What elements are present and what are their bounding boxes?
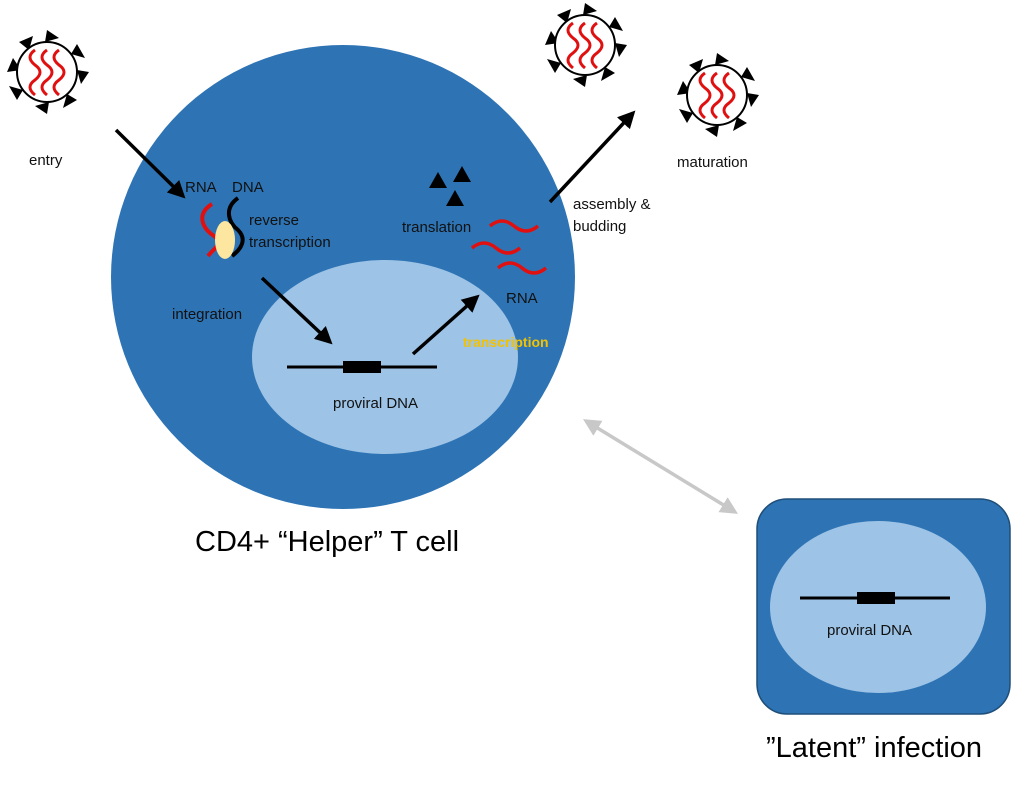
budding-arrow	[548, 110, 636, 204]
virion-spikes	[7, 30, 89, 114]
rna-transcript-1	[488, 219, 540, 233]
assembly-label-2: budding	[573, 218, 626, 235]
translation-label: translation	[402, 219, 471, 236]
latency-double-arrow	[583, 419, 738, 514]
integration-label: integration	[172, 306, 242, 323]
transcription-label: transcription	[463, 334, 549, 350]
proviral-dna-insert	[343, 361, 381, 373]
viral-dna-strand	[227, 196, 245, 258]
virion-mature-icon	[677, 53, 759, 137]
rna-transcript-2	[470, 241, 522, 255]
latent-nucleus	[770, 521, 986, 693]
latent-proviral-dna-label: proviral DNA	[827, 622, 912, 639]
cell-title: CD4+ “Helper” T cell	[195, 526, 459, 558]
reverse-transcriptase-enzyme	[215, 221, 235, 259]
entry-label: entry	[29, 152, 63, 169]
rna-transcript-3	[496, 261, 548, 275]
viral-rna-strand	[200, 202, 221, 258]
dna-label-top: DNA	[232, 179, 264, 196]
reverse-transcription-label-1: reverse	[249, 212, 299, 229]
assembly-label-1: assembly &	[573, 196, 651, 213]
entry-arrow	[114, 128, 186, 199]
rna-label: RNA	[506, 290, 538, 307]
virion-budding-icon	[545, 3, 627, 87]
viral-protein-2	[453, 166, 471, 182]
latent-title: ”Latent” infection	[766, 732, 982, 764]
proviral-dna-label: proviral DNA	[333, 395, 418, 412]
transcription-arrow	[411, 294, 480, 356]
nucleus	[252, 260, 518, 454]
maturation-label: maturation	[677, 154, 748, 171]
viral-protein-1	[429, 172, 447, 188]
latent-proviral-dna-insert	[857, 592, 895, 604]
integration-arrow	[260, 276, 333, 345]
rna-label-top: RNA	[185, 179, 217, 196]
viral-protein-3	[446, 190, 464, 206]
reverse-transcription-label-2: transcription	[249, 234, 331, 251]
virion-entry-icon	[7, 30, 89, 114]
